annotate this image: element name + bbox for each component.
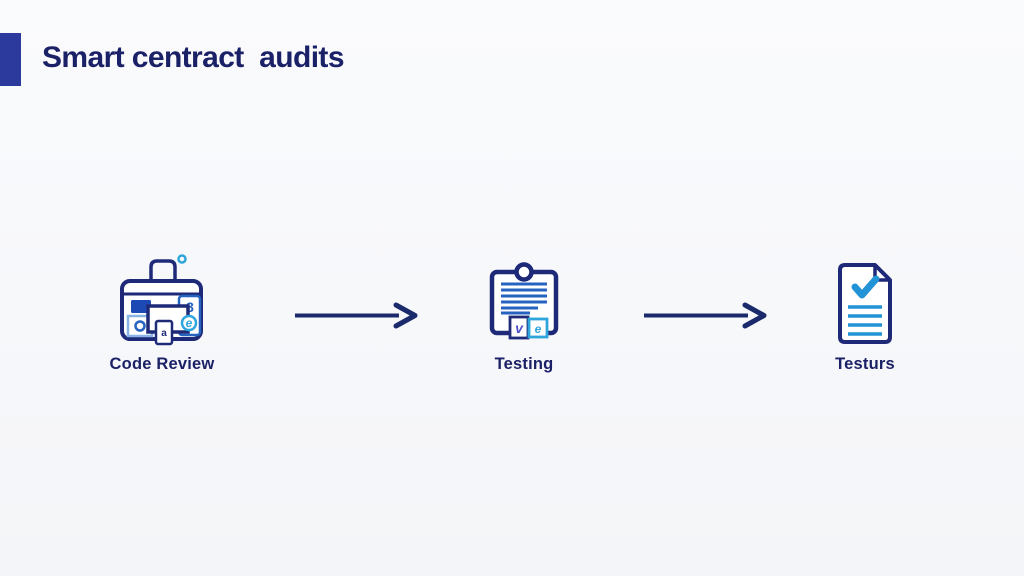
phone-letter-glyph: a — [161, 328, 167, 339]
flow-arrow-1 — [293, 299, 421, 332]
panel-digit-glyph: 3 — [186, 299, 194, 315]
flow-arrow-2 — [642, 299, 770, 332]
page-title: Smart centract audits — [42, 41, 345, 74]
flow-step-code-review: 3 e a Code Review — [82, 250, 242, 374]
title-accent-bar — [0, 33, 21, 86]
step-label-testing: Testing — [494, 355, 554, 373]
flow-step-testing: v e Testing — [444, 250, 604, 374]
step-label-results: Testurs — [835, 355, 895, 373]
right-tag-glyph: e — [535, 322, 542, 336]
step-label-code-review: Code Review — [109, 355, 215, 373]
flow-step-results: Testurs — [785, 250, 945, 374]
results-document-icon — [835, 250, 895, 346]
screen-letter-glyph: e — [186, 316, 193, 330]
testing-clipboard-icon: v e — [488, 250, 560, 346]
left-tag-glyph: v — [515, 320, 524, 336]
code-review-briefcase-icon: 3 e a — [118, 250, 206, 346]
